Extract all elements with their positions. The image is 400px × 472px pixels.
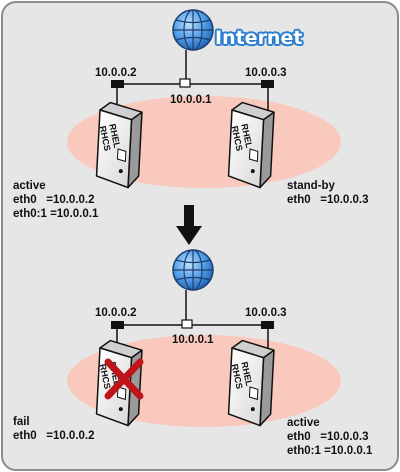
globe-icon bbox=[172, 249, 214, 291]
internet-label: Internet bbox=[215, 27, 303, 49]
top-left-server-icon: RHELRHCS bbox=[95, 101, 144, 189]
top-right-eth0: eth0 =10.0.0.3 bbox=[287, 194, 369, 206]
bottom-left-port bbox=[111, 321, 124, 329]
top-center-ip: 10.0.0.1 bbox=[170, 94, 212, 106]
bottom-right-eth0: eth0 =10.0.0.3 bbox=[287, 431, 369, 443]
top-left-port bbox=[111, 80, 124, 88]
fail-x-icon bbox=[104, 358, 144, 400]
bottom-right-port bbox=[261, 321, 274, 329]
failover-arrow bbox=[176, 205, 202, 245]
bottom-right-eth0-1: eth0:1 =10.0.0.1 bbox=[287, 445, 373, 457]
bottom-left-ip: 10.0.0.2 bbox=[95, 307, 137, 319]
globe-icon bbox=[172, 9, 214, 51]
top-left-eth0: eth0 =10.0.0.2 bbox=[13, 194, 95, 206]
top-right-port bbox=[261, 80, 274, 88]
bottom-left-status: fail bbox=[13, 416, 30, 428]
bottom-left-eth0: eth0 =10.0.0.2 bbox=[13, 430, 95, 442]
top-left-eth0-1: eth0:1 =10.0.0.1 bbox=[13, 208, 99, 220]
top-left-status: active bbox=[13, 180, 46, 192]
top-right-ip: 10.0.0.3 bbox=[245, 67, 287, 79]
bottom-center-ip: 10.0.0.1 bbox=[172, 334, 214, 346]
bottom-vip-port bbox=[181, 319, 193, 329]
top-right-status: stand-by bbox=[287, 180, 335, 192]
top-right-server-icon: RHELRHCS bbox=[227, 101, 276, 189]
bottom-right-server-icon: RHELRHCS bbox=[227, 339, 276, 427]
top-left-ip: 10.0.0.2 bbox=[95, 67, 137, 79]
bottom-right-status: active bbox=[287, 417, 320, 429]
bottom-right-ip: 10.0.0.3 bbox=[245, 307, 287, 319]
top-vip-port bbox=[179, 78, 191, 88]
